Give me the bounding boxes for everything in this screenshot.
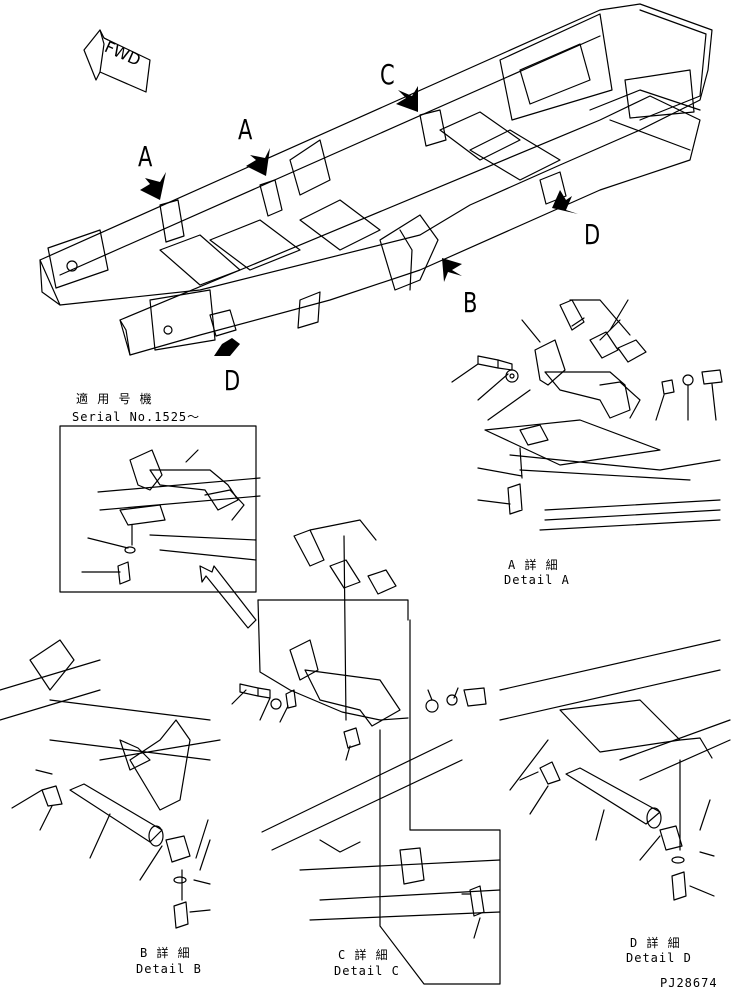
callout-label-a2: A <box>238 113 253 146</box>
detail-a-drawing <box>451 299 723 531</box>
serial-note-jp: 適 用 号 機 <box>76 392 153 406</box>
detail-b-caption-jp: B 詳 細 <box>140 946 191 960</box>
serial-note-en: Serial No.1525～ <box>72 410 201 424</box>
callout-arrow-a1-icon <box>140 172 166 200</box>
drawing-number: PJ28674 <box>660 976 718 990</box>
main-frame-assembly <box>39 3 713 356</box>
detail-a-caption-en: Detail A <box>504 573 570 587</box>
callout-label-a1: A <box>138 140 153 173</box>
detail-b-caption-en: Detail B <box>136 962 202 976</box>
serial-variant-box <box>59 425 261 593</box>
detail-d-caption-jp: D 詳 細 <box>630 936 681 950</box>
hollow-arrow-icon <box>199 565 257 629</box>
callout-arrow-a2-icon <box>246 148 270 176</box>
detail-b-drawing <box>0 639 221 929</box>
callout-arrows <box>140 86 578 356</box>
callout-label-c: C <box>380 58 395 91</box>
callout-label-d2: D <box>224 364 241 397</box>
detail-d-drawing <box>499 639 731 901</box>
fwd-arrow-icon <box>83 29 151 93</box>
detail-d-caption-en: Detail D <box>626 951 692 965</box>
callout-label-d1: D <box>584 218 601 251</box>
detail-c-caption-en: Detail C <box>334 964 400 978</box>
detail-c-drawing <box>231 519 501 985</box>
callout-arrow-d1-icon <box>552 190 578 214</box>
callout-arrow-d2-icon <box>214 338 240 356</box>
detail-a-caption-jp: A 詳 細 <box>508 558 559 572</box>
detail-c-caption-jp: C 詳 細 <box>338 948 389 962</box>
callout-label-b: B <box>463 286 478 319</box>
callout-arrow-c-icon <box>396 86 418 112</box>
callout-arrow-b-icon <box>442 258 462 282</box>
